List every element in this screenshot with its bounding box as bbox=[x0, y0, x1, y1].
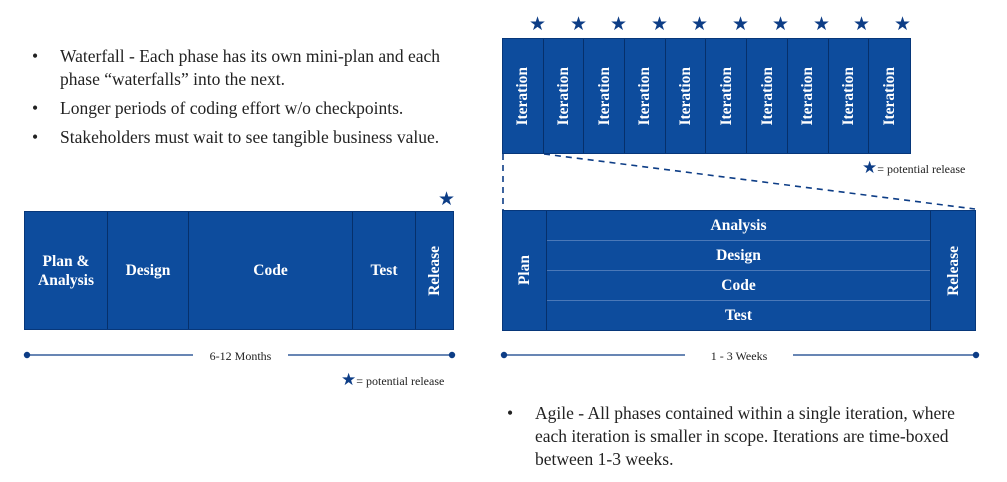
iteration-cell: Iteration bbox=[829, 39, 870, 153]
iteration-cell: Iteration bbox=[881, 66, 899, 126]
star-icon: ★ bbox=[610, 14, 628, 35]
iteration-cell: Iteration bbox=[788, 39, 829, 153]
iteration-cell: Iteration bbox=[544, 39, 585, 153]
agile-bullet-list: •Agile - All phases contained within a s… bbox=[503, 402, 973, 471]
waterfall-release-legend: ★= potential release bbox=[341, 370, 445, 389]
agile-release-legend: ★= potential release bbox=[862, 158, 966, 177]
phase-design: Design bbox=[108, 212, 189, 329]
star-icon: ★ bbox=[853, 14, 871, 35]
iteration-cell: Iteration bbox=[503, 39, 544, 153]
waterfall-duration-label: 6-12 Months bbox=[209, 349, 272, 363]
star-icon: ★ bbox=[651, 14, 669, 35]
iteration-detail-bar: Plan Analysis Design Code Test Release bbox=[502, 210, 976, 331]
bullet-icon: • bbox=[32, 46, 39, 66]
iteration-cell: Iteration bbox=[625, 39, 666, 153]
star-icon: ★ bbox=[862, 158, 878, 177]
star-icon: ★ bbox=[732, 14, 750, 35]
waterfall-bullet: •Longer periods of coding effort w/o che… bbox=[32, 98, 404, 118]
phase-code: Code bbox=[189, 212, 353, 329]
timeline-end-dot bbox=[972, 351, 980, 359]
phase-test: Test bbox=[725, 307, 752, 324]
phase-test: Test bbox=[353, 212, 416, 329]
star-icon: ★ bbox=[438, 189, 456, 210]
waterfall-bullet: •Stakeholders must wait to see tangible … bbox=[32, 127, 440, 147]
waterfall-bullet: •Waterfall - Each phase has its own mini… bbox=[32, 46, 441, 89]
iteration-cell: Iteration bbox=[584, 39, 626, 153]
star-icon: ★ bbox=[691, 14, 709, 35]
phase-design: Design bbox=[547, 241, 930, 271]
phase-stack: Analysis Design Code Test bbox=[547, 211, 931, 330]
timeline-end-dot bbox=[448, 351, 456, 359]
star-icon: ★ bbox=[570, 14, 588, 35]
timeline-end-dot bbox=[23, 351, 31, 359]
phase-plan: Plan bbox=[503, 211, 547, 330]
agile-bullet: •Agile - All phases contained within a s… bbox=[507, 403, 955, 469]
star-icon: ★ bbox=[772, 14, 790, 35]
iteration-bar: Iteration Iteration Iteration Iteration … bbox=[502, 38, 911, 154]
star-icon: ★ bbox=[813, 14, 831, 35]
bullet-icon: • bbox=[507, 403, 514, 423]
iteration-cell: Iteration bbox=[707, 39, 748, 153]
iteration-cell: Iteration bbox=[747, 39, 788, 153]
phase-release: Release bbox=[944, 245, 962, 296]
agile-duration-label: 1 - 3 Weeks bbox=[710, 349, 768, 363]
phase-code: Code bbox=[547, 271, 930, 301]
waterfall-bullet-list: •Waterfall - Each phase has its own mini… bbox=[28, 45, 448, 155]
star-icon: ★ bbox=[529, 14, 547, 35]
phase-plan-analysis: Plan & Analysis bbox=[25, 212, 108, 329]
bullet-icon: • bbox=[32, 98, 39, 118]
star-icon: ★ bbox=[341, 370, 357, 389]
bullet-icon: • bbox=[32, 127, 39, 147]
star-icon: ★ bbox=[894, 14, 912, 35]
waterfall-phase-bar: Plan & Analysis Design Code Test Release bbox=[24, 211, 454, 330]
phase-analysis: Analysis bbox=[547, 211, 930, 241]
timeline-end-dot bbox=[500, 351, 508, 359]
iteration-cell: Iteration bbox=[666, 39, 707, 153]
